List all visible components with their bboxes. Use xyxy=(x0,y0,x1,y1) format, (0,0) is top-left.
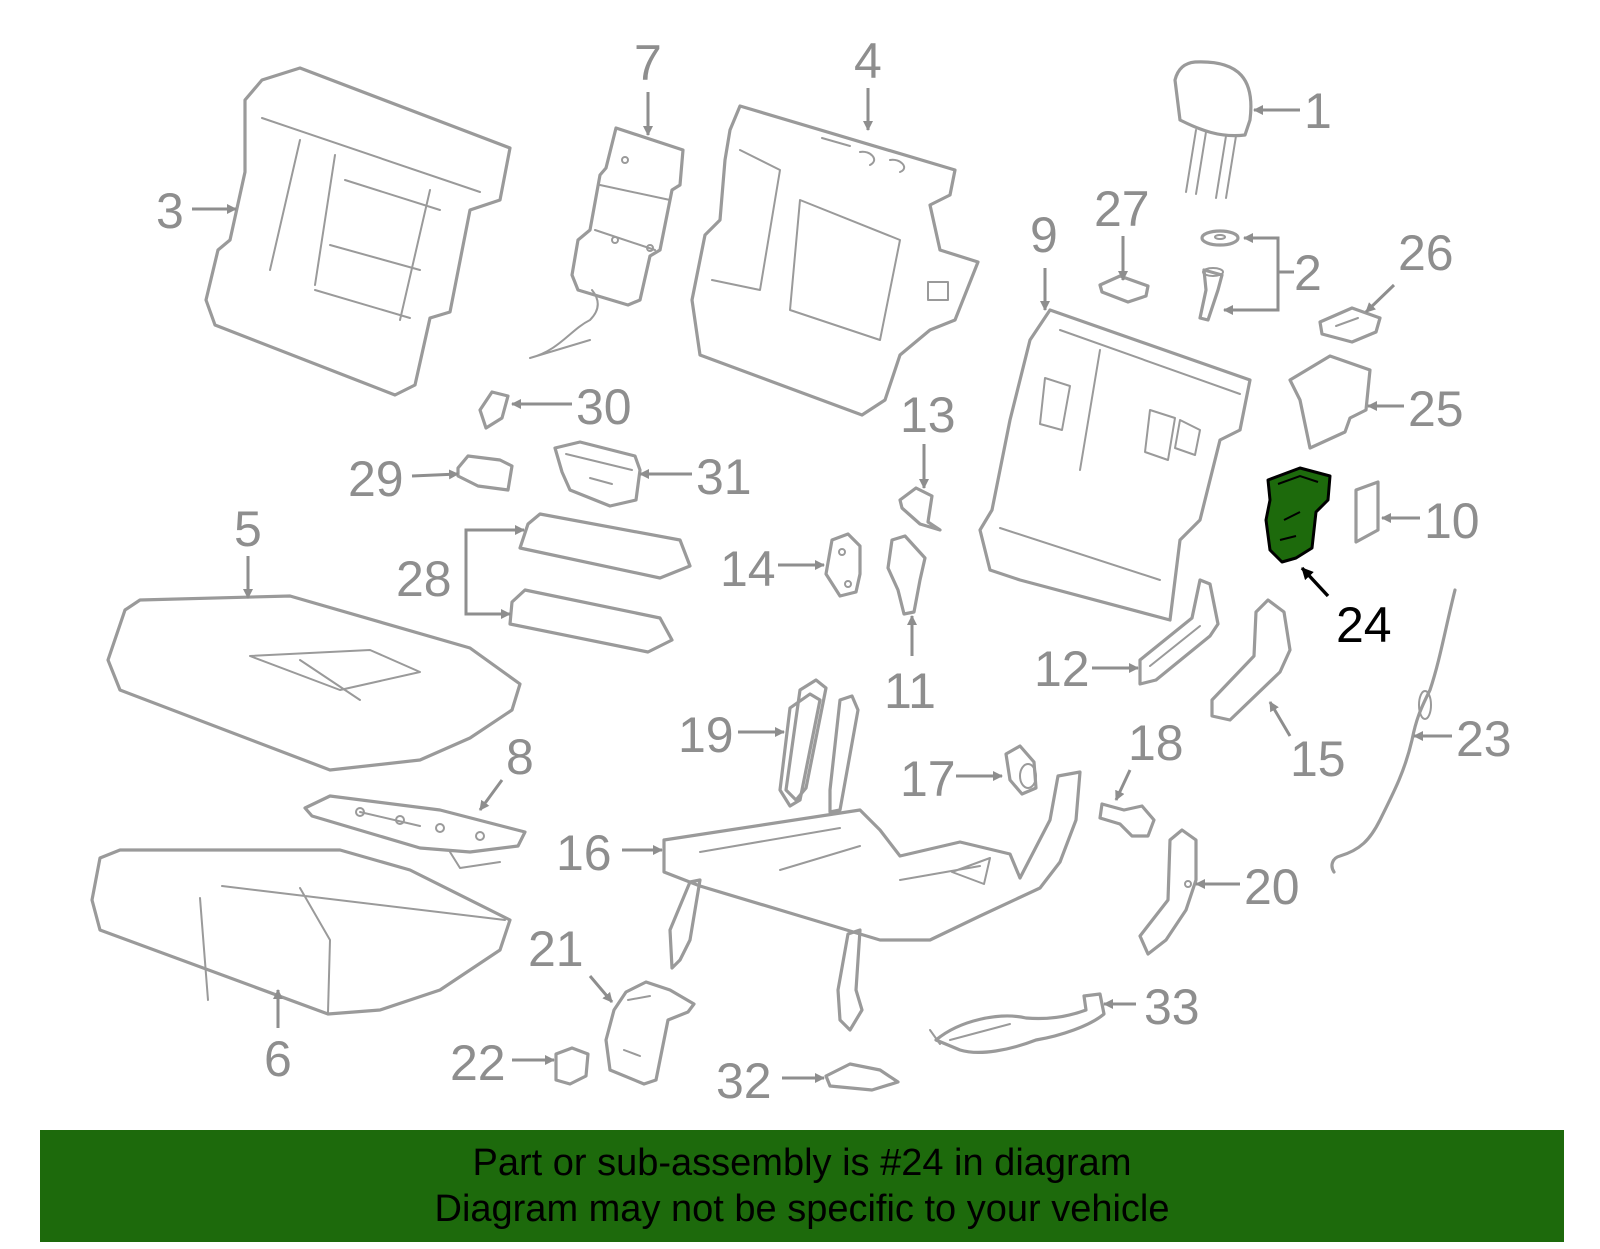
callout-7: 7 xyxy=(634,35,662,91)
callout-23: 23 xyxy=(1456,711,1512,767)
part-21-bracket xyxy=(604,980,696,1086)
callout-30: 30 xyxy=(576,379,632,435)
callout-13: 13 xyxy=(900,387,956,443)
part-5-seat-cushion xyxy=(106,594,522,772)
part-13-bracket xyxy=(898,486,942,532)
part-12-trim xyxy=(1138,578,1220,686)
part-9-seatback-frame xyxy=(978,308,1252,622)
part-18-bolt xyxy=(1098,802,1156,838)
part-7-heater-pad xyxy=(529,126,685,359)
callout-1: 1 xyxy=(1304,83,1332,139)
part-20-trim xyxy=(1138,828,1198,956)
part-10-pad xyxy=(1354,480,1380,544)
part-31-cupholder xyxy=(553,440,642,508)
callout-6: 6 xyxy=(264,1031,292,1087)
info-banner: Part or sub-assembly is #24 in diagram D… xyxy=(40,1130,1564,1242)
callout-29: 29 xyxy=(348,451,404,507)
part-4-seatback-pad xyxy=(690,104,980,417)
part-28-armrest xyxy=(508,512,692,654)
part-26-bezel xyxy=(1318,306,1382,344)
banner-part-note: Part or sub-assembly is #24 in diagram xyxy=(472,1142,1132,1184)
part-22-clip xyxy=(554,1046,590,1086)
callout-26: 26 xyxy=(1398,225,1454,281)
callout-17: 17 xyxy=(900,751,956,807)
part-17-bolt xyxy=(1004,744,1038,796)
callout-14: 14 xyxy=(720,541,776,597)
part-15-trim xyxy=(1210,598,1292,722)
part-19-trim xyxy=(784,678,828,802)
part-24-latch-highlighted xyxy=(1264,466,1332,564)
callout-19: 19 xyxy=(678,707,734,763)
callout-8: 8 xyxy=(506,729,534,785)
part-30-clip xyxy=(478,390,510,430)
part-14-bracket xyxy=(824,532,862,598)
banner-disclaimer: Diagram may not be specific to your vehi… xyxy=(434,1188,1170,1230)
callout-11: 11 xyxy=(884,663,936,719)
callout-27: 27 xyxy=(1094,181,1150,237)
callout-2: 2 xyxy=(1294,245,1322,301)
callout-33: 33 xyxy=(1144,979,1200,1035)
callout-28: 28 xyxy=(396,551,452,607)
callout-24-highlighted: 24 xyxy=(1336,597,1392,653)
part-25-latch-cover xyxy=(1288,354,1372,450)
callout-20: 20 xyxy=(1244,859,1300,915)
callout-5: 5 xyxy=(234,501,262,557)
callout-21: 21 xyxy=(528,921,584,977)
part-11-bracket xyxy=(886,534,927,616)
callout-10: 10 xyxy=(1424,493,1480,549)
callout-32: 32 xyxy=(716,1053,772,1109)
part-23-cable xyxy=(1330,588,1457,874)
callout-22: 22 xyxy=(450,1035,506,1091)
part-29-trim xyxy=(456,454,514,492)
part-1-headrest xyxy=(1173,60,1253,199)
callout-15: 15 xyxy=(1290,731,1346,787)
part-33-harness xyxy=(929,992,1106,1054)
callout-31: 31 xyxy=(696,449,752,505)
callout-16: 16 xyxy=(556,825,612,881)
callout-12: 12 xyxy=(1034,641,1090,697)
callout-9: 9 xyxy=(1030,207,1058,263)
callout-3: 3 xyxy=(156,183,184,239)
part-8-cushion-frame xyxy=(303,794,527,869)
callout-18: 18 xyxy=(1128,715,1184,771)
part-3-seatback-cushion xyxy=(204,66,512,397)
part-32-pad xyxy=(824,1062,900,1092)
parts-diagram: 1 2 3 4 5 6 7 8 9 10 11 12 13 14 15 16 1… xyxy=(90,33,1512,1109)
callout-25: 25 xyxy=(1408,381,1464,437)
part-16-seat-frame xyxy=(662,692,1082,1032)
callout-4: 4 xyxy=(854,33,882,89)
part-2-guides xyxy=(1198,229,1240,322)
part-6-lower-cushion xyxy=(90,848,512,1016)
